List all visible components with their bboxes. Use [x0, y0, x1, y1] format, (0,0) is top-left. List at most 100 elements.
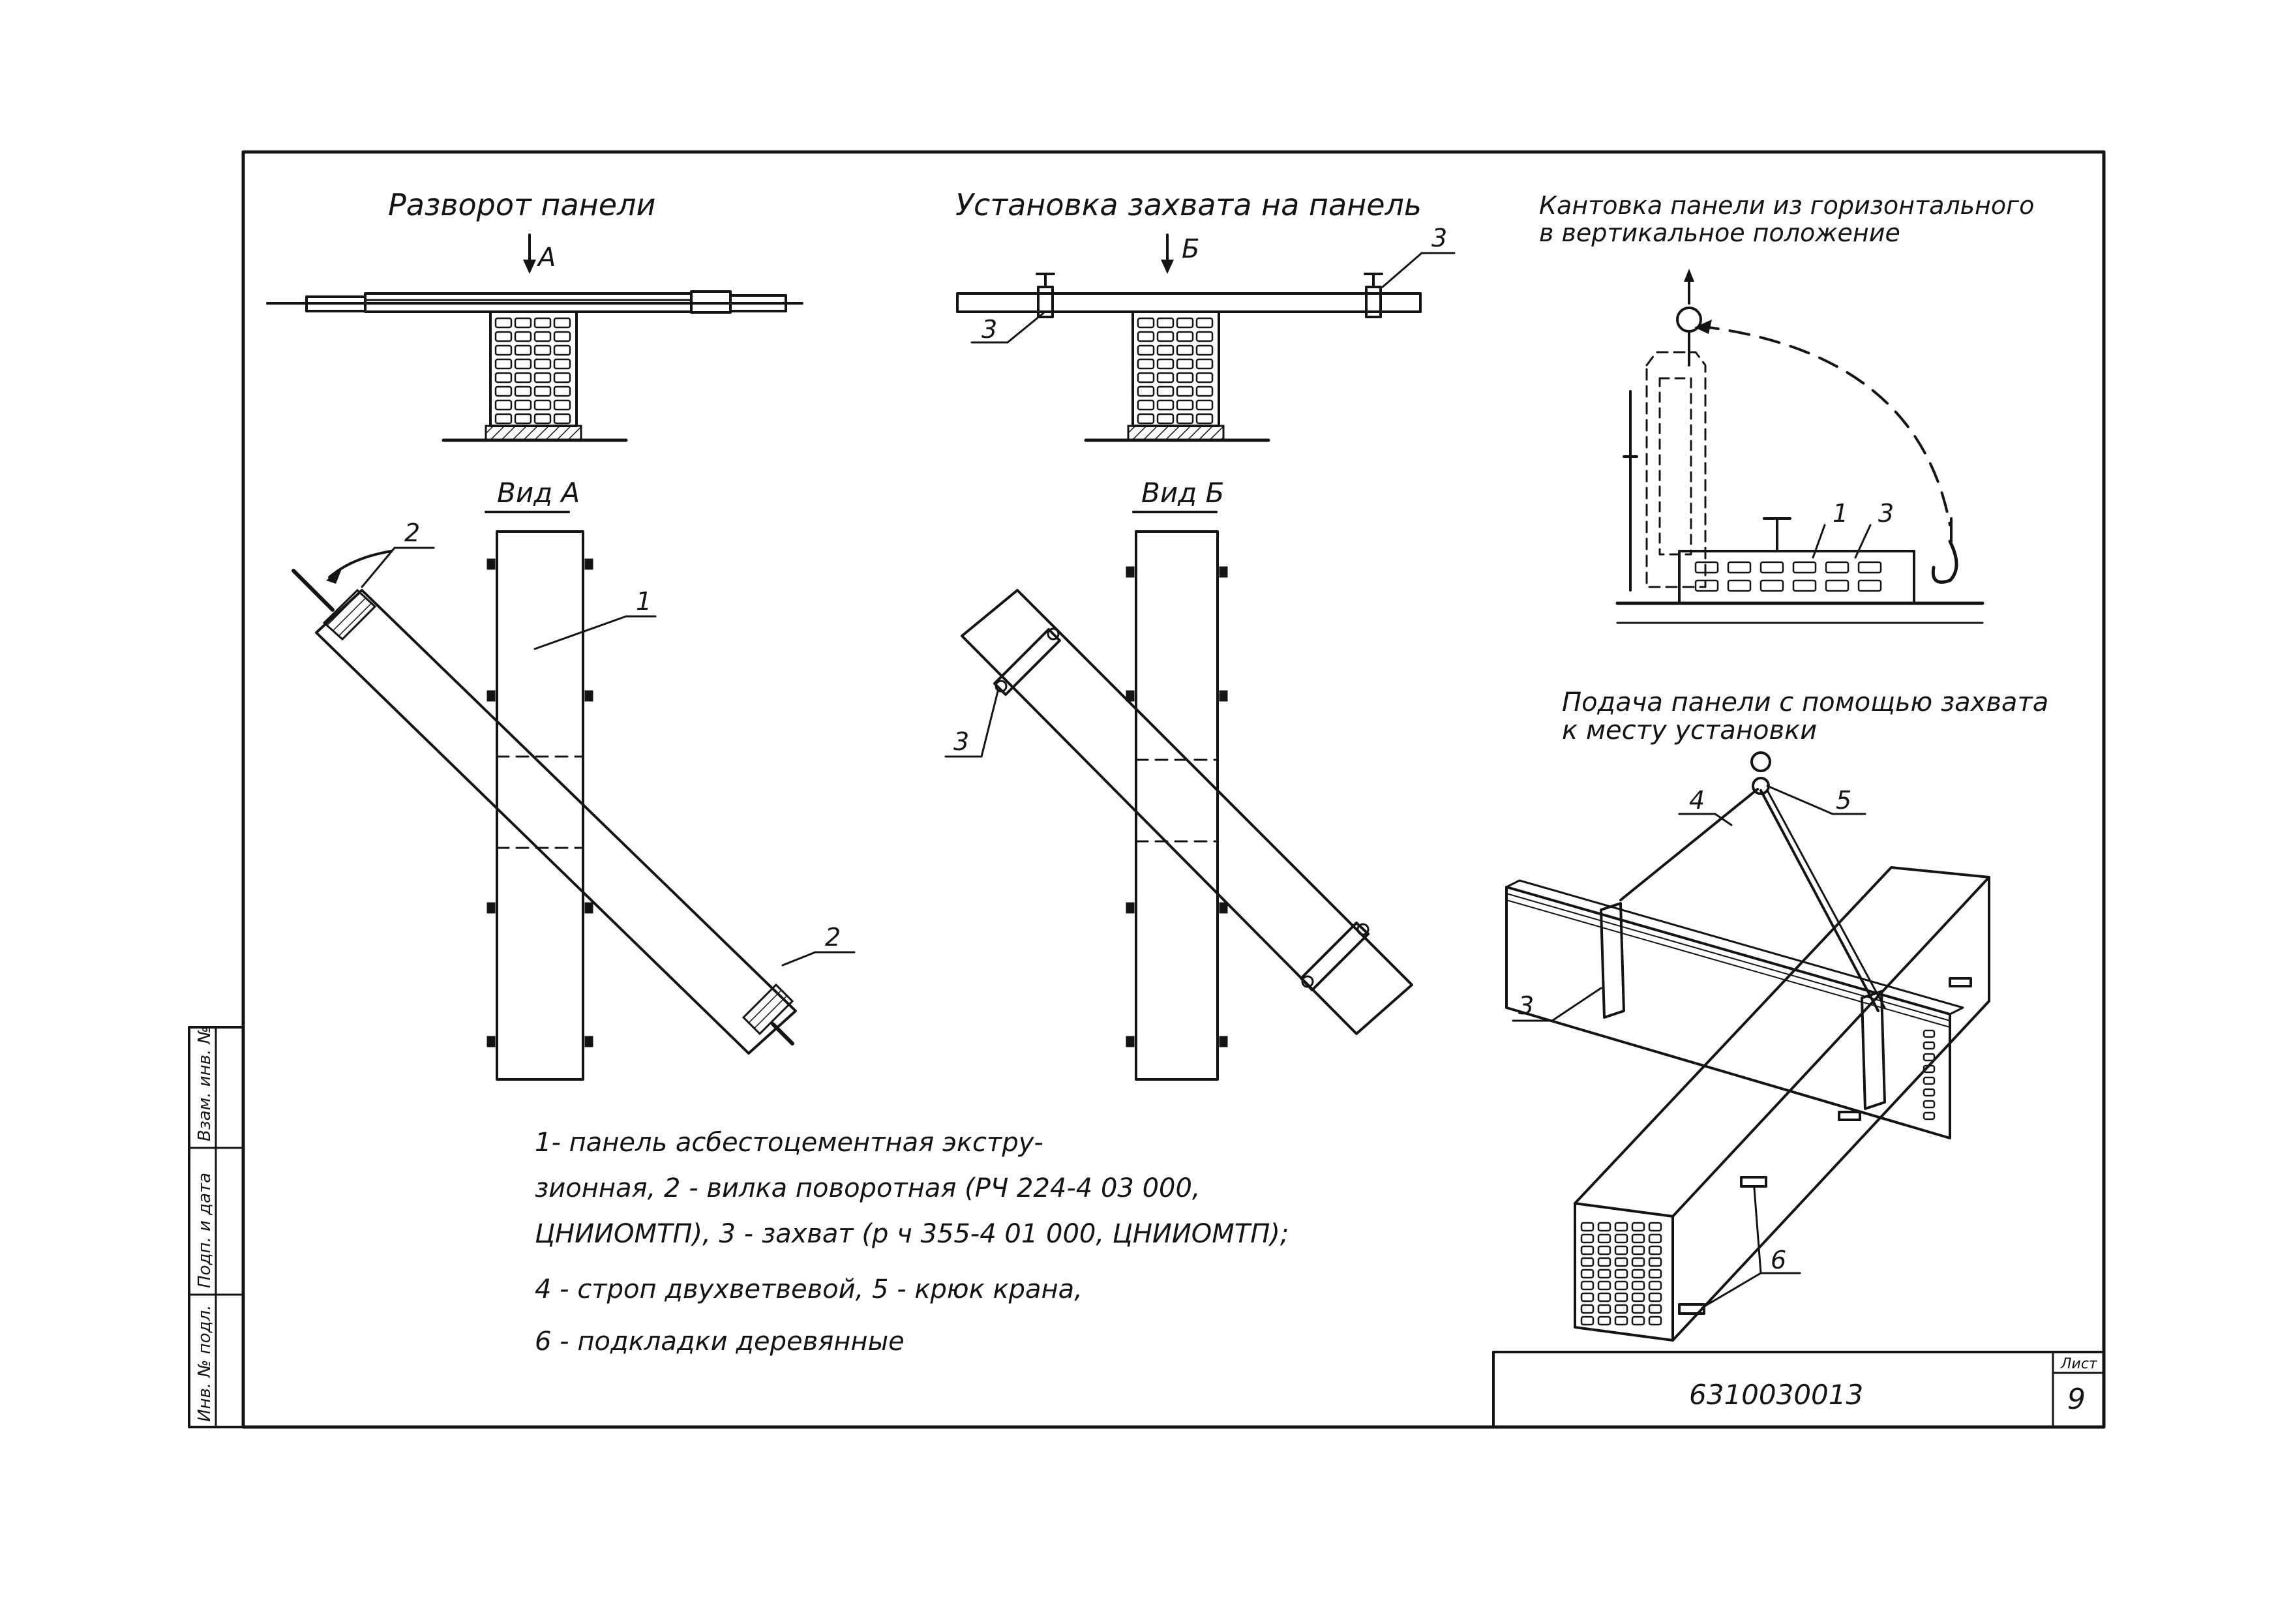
panel-void-cell — [1923, 1076, 1936, 1085]
panel-void-cell — [533, 413, 552, 425]
panel-void-cell — [1857, 561, 1882, 574]
view-a: Вид А 2 1 2 — [292, 477, 856, 1081]
stamp-inv-podl: Инв. № подл. — [195, 1305, 215, 1422]
panel-void-cell — [1792, 579, 1817, 592]
panel-void-cell — [1195, 372, 1214, 383]
panel-void-cell — [1156, 358, 1175, 370]
panel-void-cell — [1631, 1269, 1645, 1279]
panel-void-cell — [533, 372, 552, 383]
panel-void-cell — [1156, 385, 1175, 397]
panel-void-cell — [1648, 1304, 1662, 1314]
panel-void-cell — [533, 385, 552, 397]
panel-void-cell — [494, 331, 513, 342]
view-b: Вид Б 3 — [944, 477, 1413, 1081]
panel-void-cell — [1614, 1304, 1628, 1314]
title-grip-install: Установка захвата на панель — [955, 187, 1422, 222]
stamp-sign-date: Подп. и дата — [195, 1173, 215, 1288]
callout-3-right: 3 — [1431, 224, 1447, 252]
tilt-diagram: 1 3 — [1615, 269, 1984, 624]
panel-void-cell — [514, 385, 532, 397]
panel-void-cell — [494, 344, 513, 356]
arrow-b-label: Б — [1182, 234, 1199, 264]
panel-void-cell — [1137, 385, 1155, 397]
panel-void-cell — [1176, 372, 1194, 383]
panel-void-cell — [1195, 358, 1214, 370]
panel-void-cell — [1614, 1233, 1628, 1244]
legend-line-5: 6 - подкладки деревянные — [535, 1327, 905, 1357]
panel-void-cell — [1631, 1316, 1645, 1326]
panel-void-cell — [1597, 1280, 1611, 1291]
callout-4: 4 — [1689, 786, 1705, 815]
panel-void-cell — [1614, 1292, 1628, 1302]
panel-void-cell — [1137, 399, 1155, 411]
panel-void-cell — [1137, 413, 1155, 425]
panel-void-cell — [1195, 413, 1214, 425]
panel-void-cell — [1176, 344, 1194, 356]
panel-void-cell — [1156, 331, 1175, 342]
panel-void-cell — [1195, 317, 1214, 329]
panel-void-cell — [1923, 1053, 1936, 1062]
panel-void-cell — [1792, 561, 1817, 574]
panel-void-cell — [494, 385, 513, 397]
panel-void-cell — [1759, 579, 1784, 592]
arrow-a-label: А — [536, 243, 556, 273]
panel-void-cell — [1614, 1316, 1628, 1326]
view-a-label: Вид А — [497, 477, 580, 509]
panel-void-cell — [1923, 1088, 1936, 1097]
panel-void-cell — [533, 331, 552, 342]
panel-void-cell — [1195, 344, 1214, 356]
panel-void-cell — [1648, 1269, 1662, 1279]
legend-line-4: 4 - строп двухветвевой, 5 - крюк крана, — [535, 1274, 1083, 1304]
callout-2-top: 2 — [404, 519, 420, 547]
panel-void-cell — [494, 413, 513, 425]
stamp-vzam: Взам. инв. № — [195, 1026, 215, 1141]
panel-void-cell — [1597, 1233, 1611, 1244]
panel-void-cell — [1597, 1222, 1611, 1232]
panel-void-cell — [1580, 1316, 1595, 1326]
panel-void-cell — [514, 372, 532, 383]
title-tilt-line1: Кантовка панели из горизонтального — [1539, 191, 2034, 220]
panel-void-cell — [514, 358, 532, 370]
sheet-label: Лист — [2060, 1356, 2098, 1372]
panel-void-cell — [1648, 1257, 1662, 1267]
panel-void-cell — [1156, 399, 1175, 411]
panel-void-cell — [1923, 1111, 1936, 1120]
panel-void-cell — [1597, 1316, 1611, 1326]
delivery-diagram: 4 5 3 6 — [1505, 751, 1990, 1342]
panel-void-cell — [553, 317, 571, 329]
panel-void-cell — [514, 413, 532, 425]
callout-1: 1 — [636, 587, 651, 616]
panel-void-cell — [1176, 385, 1194, 397]
panel-void-cell — [1156, 372, 1175, 383]
panel-void-cell — [1137, 372, 1155, 383]
panel-void-cell — [1614, 1222, 1628, 1232]
panel-void-cell — [1156, 344, 1175, 356]
panel-void-cell — [1176, 331, 1194, 342]
legend-line-1: 1- панель асбестоцементная экстру- — [535, 1128, 1043, 1158]
panel-void-cell — [553, 399, 571, 411]
grip-elevation: Б 3 3 — [956, 224, 1456, 442]
legend: 1- панель асбестоцементная экстру- зионн… — [535, 1128, 1289, 1357]
panel-void-cell — [1176, 317, 1194, 329]
callout-5: 5 — [1836, 786, 1851, 815]
panel-void-cell — [533, 317, 552, 329]
panel-void-cell — [1759, 561, 1784, 574]
panel-void-cell — [1694, 579, 1719, 592]
panel-void-cell — [1597, 1257, 1611, 1267]
panel-void-cell — [1648, 1245, 1662, 1256]
view-b-label: Вид Б — [1141, 477, 1224, 509]
panel-void-cell — [1614, 1269, 1628, 1279]
callout-3-delivery: 3 — [1518, 991, 1534, 1020]
panel-void-cell — [1195, 399, 1214, 411]
panel-void-cell — [1580, 1280, 1595, 1291]
panel-void-cell — [1137, 317, 1155, 329]
panel-void-cell — [514, 344, 532, 356]
panel-void-cell — [494, 358, 513, 370]
panel-void-cell — [1923, 1029, 1936, 1038]
title-turn: Разворот панели — [388, 187, 655, 222]
panel-void-cell — [1648, 1233, 1662, 1244]
panel-void-cell — [1176, 413, 1194, 425]
panel-void-cell — [1648, 1280, 1662, 1291]
panel-void-cell — [1597, 1245, 1611, 1256]
